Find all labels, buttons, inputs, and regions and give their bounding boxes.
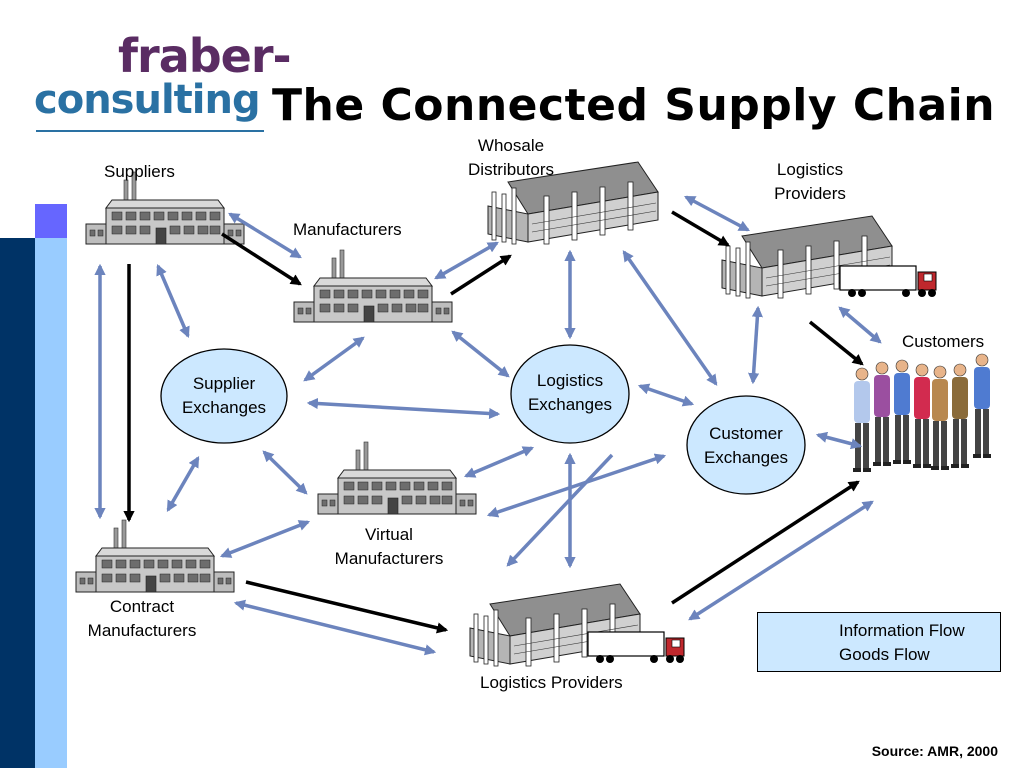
logistics-top-line1: Logistics [776, 160, 844, 179]
logistics-top-truck-icon [839, 265, 937, 298]
accent-bar [35, 204, 67, 238]
customer-exchanges-label: Customer Exchanges [686, 422, 806, 470]
page-title: The Connected Supply Chain [272, 80, 996, 131]
virtual-line2: Manufacturers [334, 549, 444, 568]
logo-line2: consulting [34, 77, 261, 123]
logistics-exchanges-label: Logistics Exchanges [510, 369, 630, 417]
information-flow-arrows [94, 195, 882, 656]
source-note: Source: AMR, 2000 [871, 743, 998, 759]
customers-group-icon [852, 353, 992, 473]
supplier-exchanges-line2: Exchanges [181, 398, 267, 417]
supplier-exchanges-line1: Supplier [192, 374, 256, 393]
legend-goods-label: Goods Flow [839, 645, 930, 664]
customer-exchanges-node [686, 395, 806, 495]
contract-line2: Manufacturers [87, 621, 197, 640]
supplier-exchanges-label: Supplier Exchanges [164, 372, 284, 420]
logistics-bottom-truck-icon [587, 631, 685, 664]
customers-label: Customers [902, 332, 985, 351]
supplier-exchanges-node [160, 348, 288, 444]
legend-info-label: Information Flow [839, 621, 965, 640]
virtual-line1: Virtual [365, 525, 413, 544]
customer-exchanges-line1: Customer [709, 424, 783, 443]
logistics-exchanges-node [510, 344, 630, 444]
goods-flow-arrows [123, 210, 864, 634]
contract-line1: Contract [109, 597, 175, 616]
contract-manufacturers-factory-icon [75, 519, 235, 593]
company-logo: fraber- consulting [34, 30, 292, 136]
customer-exchanges-line2: Exchanges [703, 448, 789, 467]
logo-underline [36, 130, 264, 132]
wholesale-line1: Whosale [477, 136, 545, 155]
logistics-providers-bottom-label: Logistics Providers [480, 673, 623, 692]
manufacturers-factory-icon [293, 249, 453, 323]
logistics-top-line2: Providers [774, 184, 846, 203]
wholesale-distributors-label: Whosale Distributors [460, 134, 562, 182]
wholesale-line2: Distributors [468, 160, 554, 179]
virtual-manufacturers-label: Virtual Manufacturers [322, 523, 456, 571]
virtual-manufacturers-factory-icon [317, 441, 477, 515]
manufacturers-label: Manufacturers [293, 220, 402, 239]
legend: Information Flow Goods Flow [757, 612, 1001, 672]
logistics-exchanges-line2: Exchanges [527, 395, 613, 414]
logistics-providers-top-label: Logistics Providers [764, 158, 856, 206]
suppliers-label: Suppliers [104, 162, 175, 181]
logistics-exchanges-line1: Logistics [536, 371, 604, 390]
left-dark-bar [0, 238, 35, 768]
contract-manufacturers-label: Contract Manufacturers [74, 595, 210, 643]
left-light-bar [35, 238, 67, 768]
logo-line1: fraber- [118, 29, 292, 83]
